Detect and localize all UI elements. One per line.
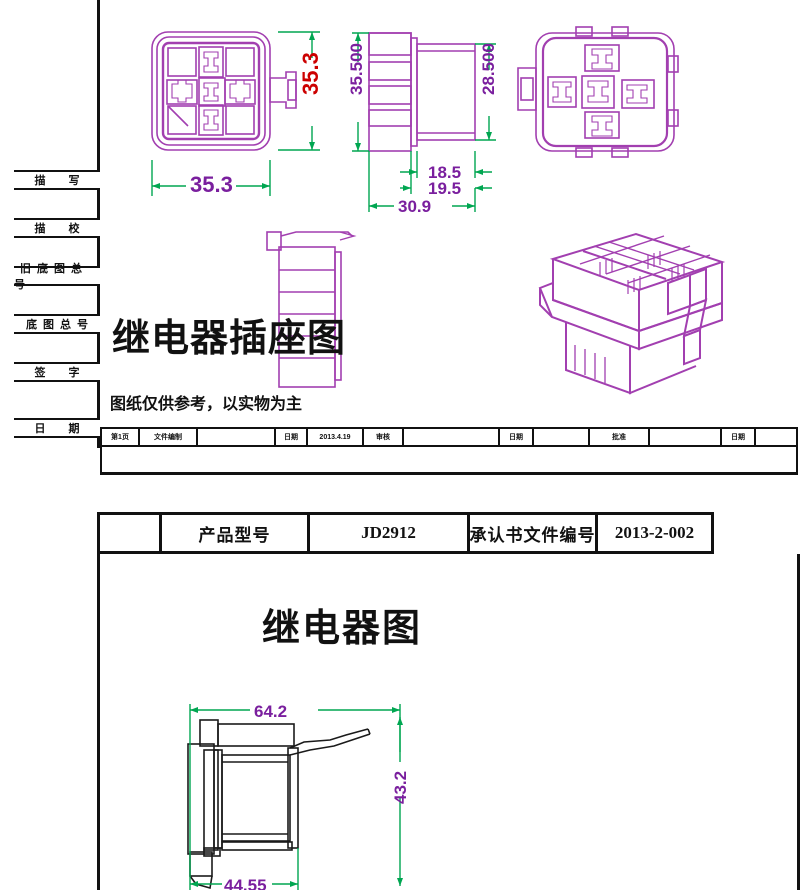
relay-socket-sheet: 35.3 35.3 35.500 28.500 18.5 19.5 30.9 描… — [14, 0, 798, 475]
relay-sheet: 产品型号 JD2912 承认书文件编号 2013-2-002 — [0, 512, 800, 890]
relay-header-table: 产品型号 JD2912 承认书文件编号 2013-2-002 — [97, 512, 714, 554]
dim-relay-overall-height: 43.2 — [391, 771, 410, 804]
footer-cell-page: 第1页 — [102, 429, 140, 445]
footer-cell-approver: 批准 — [590, 429, 650, 445]
rear-view-geometry — [517, 26, 679, 158]
relay-header-cell-model-label: 产品型号 — [162, 515, 310, 551]
footer-cell-date-label-1: 日期 — [276, 429, 308, 445]
footer-cell-date-label-2: 日期 — [500, 429, 534, 445]
relay-header-cell-model-value: JD2912 — [310, 515, 470, 551]
dim-side-depth-total: 30.9 — [398, 197, 431, 216]
socket-dimension-lines — [151, 31, 496, 212]
rev-row-draw: 描 写 — [14, 170, 100, 190]
dim-relay-body-length: 44.55 — [224, 876, 267, 890]
footer-cell-date-value-1: 2013.4.19 — [308, 429, 364, 445]
dim-side-height: 35.500 — [347, 43, 366, 95]
relay-header-cell-docno-label: 承认书文件编号 — [470, 515, 598, 551]
rev-row-check: 描 校 — [14, 218, 100, 238]
footer-cell-prepared-value — [198, 429, 276, 445]
footer-cell-prepared-by: 文件编制 — [140, 429, 198, 445]
relay-sheet-right-border — [797, 554, 800, 890]
relay-sheet-left-border — [97, 554, 100, 890]
dim-side-depth-b: 19.5 — [428, 179, 461, 198]
relay-header-cell-docno-value: 2013-2-002 — [614, 523, 695, 542]
rev-row-base: 底图总号 — [14, 314, 100, 334]
footer-cell-reviewer: 审核 — [364, 429, 404, 445]
rev-row-old-base: 旧底图总号 — [14, 263, 100, 291]
relay-header-cell-blank — [100, 515, 162, 551]
side-view-geometry — [368, 32, 476, 152]
dim-front-height: 35.3 — [298, 52, 323, 95]
socket-footer-band — [100, 447, 798, 475]
rev-row-date: 日 期 — [14, 418, 100, 438]
footer-cell-date-value-3 — [756, 429, 796, 445]
relay-sheet-title: 继电器图 — [262, 606, 423, 650]
footer-cell-reviewer-value — [404, 429, 500, 445]
relay-side-view-geometry — [187, 719, 371, 890]
socket-footer-strip: 第1页 文件编制 日期 2013.4.19 审核 日期 批准 日期 — [100, 427, 798, 447]
relay-dimension-lines — [189, 704, 403, 890]
footer-cell-approver-value — [650, 429, 722, 445]
left-profile-view-geometry — [266, 231, 357, 388]
revision-signature-column: 描 写 描 校 旧底图总号 底图总号 签 字 日 期 — [14, 170, 100, 448]
footer-cell-date-label-3: 日期 — [722, 429, 756, 445]
rev-row-signature: 签 字 — [14, 362, 100, 382]
dim-side-depth-a: 18.5 — [428, 163, 461, 182]
socket-sheet-note: 图纸仅供参考，以实物为主 — [110, 394, 303, 413]
socket-views-svg: 35.3 35.3 35.500 28.500 18.5 19.5 30.9 — [151, 26, 726, 395]
socket-sheet-title: 继电器插座图 — [112, 316, 347, 360]
front-view-geometry — [151, 31, 297, 151]
dim-relay-overall-length: 64.2 — [254, 702, 287, 721]
isometric-view-geometry — [538, 232, 726, 395]
footer-cell-date-value-2 — [534, 429, 590, 445]
dim-side-body-height: 28.500 — [479, 43, 498, 95]
relay-views-svg: 64.2 43.2 44.55 — [187, 702, 410, 890]
dim-front-width: 35.3 — [190, 172, 233, 197]
